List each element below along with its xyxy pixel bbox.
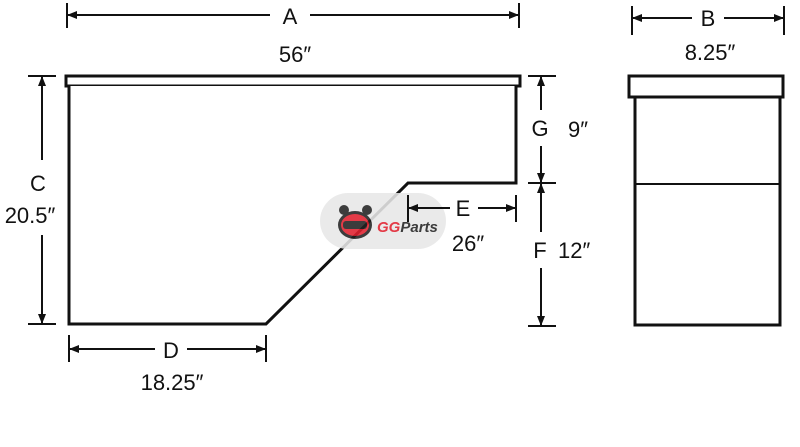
dimension-e-value: 26″ [452, 231, 484, 256]
dimension-d-letter: D [163, 338, 179, 363]
side-body [67, 86, 518, 326]
watermark-brand: GGParts [377, 219, 438, 236]
dimension-g-value: 9″ [568, 117, 588, 142]
dimension-f-letter: F [533, 238, 546, 263]
end-view [627, 74, 785, 327]
dimension-g-letter: G [531, 116, 548, 141]
ggparts-logo-icon [338, 205, 372, 239]
dimension-c-letter: C [30, 171, 46, 196]
dimension-f-value: 12″ [558, 238, 590, 263]
dimension-f: F 12″ [528, 183, 590, 327]
side-lid [64, 74, 522, 88]
ggparts-watermark: GGParts [320, 193, 446, 249]
dimension-b: B 8.25″ [631, 6, 785, 65]
dimension-b-value: 8.25″ [685, 40, 736, 65]
end-body [633, 95, 782, 327]
dimension-c-value: 20.5″ [5, 203, 56, 228]
dimension-a-value: 56″ [279, 42, 311, 67]
dimension-d: D 18.25″ [68, 335, 267, 395]
dimension-b-letter: B [701, 6, 716, 31]
dimension-c: C 20.5″ [5, 75, 56, 325]
dimension-a: A 56″ [66, 3, 520, 67]
side-view [64, 74, 522, 326]
dimension-g: G 9″ [528, 75, 588, 184]
dimension-e-letter: E [456, 196, 471, 221]
dimension-e: E 26″ [407, 195, 517, 256]
end-lid [627, 74, 785, 99]
dimension-a-letter: A [283, 4, 298, 29]
dimension-d-value: 18.25″ [141, 370, 204, 395]
